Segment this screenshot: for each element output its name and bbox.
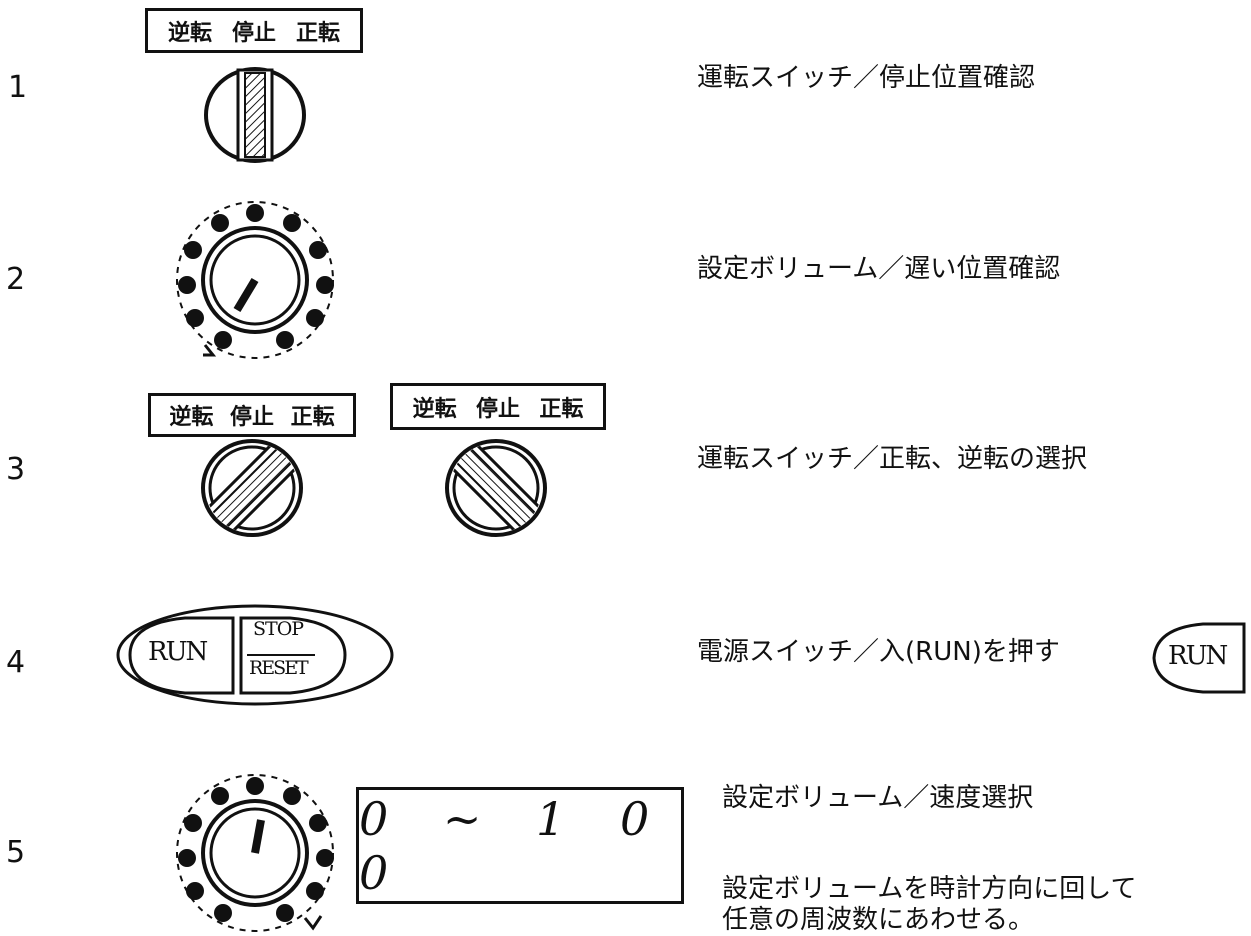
label-stop: 停止 (475, 396, 520, 422)
run-switch-stop-knob[interactable] (200, 65, 310, 165)
run-switch-reverse-knob[interactable] (200, 438, 305, 538)
step-note-line-2: 任意の周波数にあわせる。 (722, 905, 1035, 935)
step-number-4: 4 (6, 645, 26, 680)
label-stop: 停止 (229, 405, 274, 430)
step-number-2: 2 (6, 262, 26, 297)
reset-button-label[interactable]: RESET (249, 657, 309, 679)
display-range: 0 ~ 1 0 0 (359, 791, 670, 900)
step-description-2: 設定ボリューム／遅い位置確認 (697, 254, 1061, 284)
step-description-4: 電源スイッチ／入(RUN)を押す (697, 637, 1060, 667)
run-switch-forward-knob[interactable] (444, 438, 549, 538)
label-forward: 正転 (295, 20, 340, 46)
switch-label-box-3a: 逆転 停止 正転 (148, 393, 356, 437)
label-reverse: 逆転 (412, 396, 457, 422)
step-description-1: 運転スイッチ／停止位置確認 (697, 63, 1036, 93)
step-description-3: 運転スイッチ／正転、逆転の選択 (697, 444, 1088, 474)
label-forward: 正転 (539, 396, 584, 422)
switch-label-box-1: 逆転 停止 正転 (145, 8, 363, 53)
run-button-icon (1152, 622, 1246, 694)
step-number-3: 3 (6, 452, 26, 487)
speed-dial-set[interactable] (175, 768, 335, 933)
label-stop: 停止 (231, 20, 276, 46)
label-forward: 正転 (290, 405, 335, 430)
run-button[interactable]: RUN (148, 637, 208, 667)
run-button-icon-label: RUN (1168, 641, 1228, 671)
switch-label-box-3b: 逆転 停止 正転 (390, 383, 606, 430)
step-number-1: 1 (8, 70, 28, 105)
label-reverse: 逆転 (167, 20, 212, 46)
stop-button-label[interactable]: STOP (253, 618, 304, 640)
step-description-5: 設定ボリューム／速度選択 (722, 783, 1034, 813)
power-switch-panel (116, 604, 394, 706)
label-reverse: 逆転 (169, 405, 214, 430)
speed-dial-slow[interactable] (175, 195, 335, 360)
step-number-5: 5 (6, 835, 26, 870)
step-note-line-1: 設定ボリュームを時計方向に回して (722, 874, 1137, 904)
frequency-display: 0 ~ 1 0 0 (356, 787, 684, 904)
